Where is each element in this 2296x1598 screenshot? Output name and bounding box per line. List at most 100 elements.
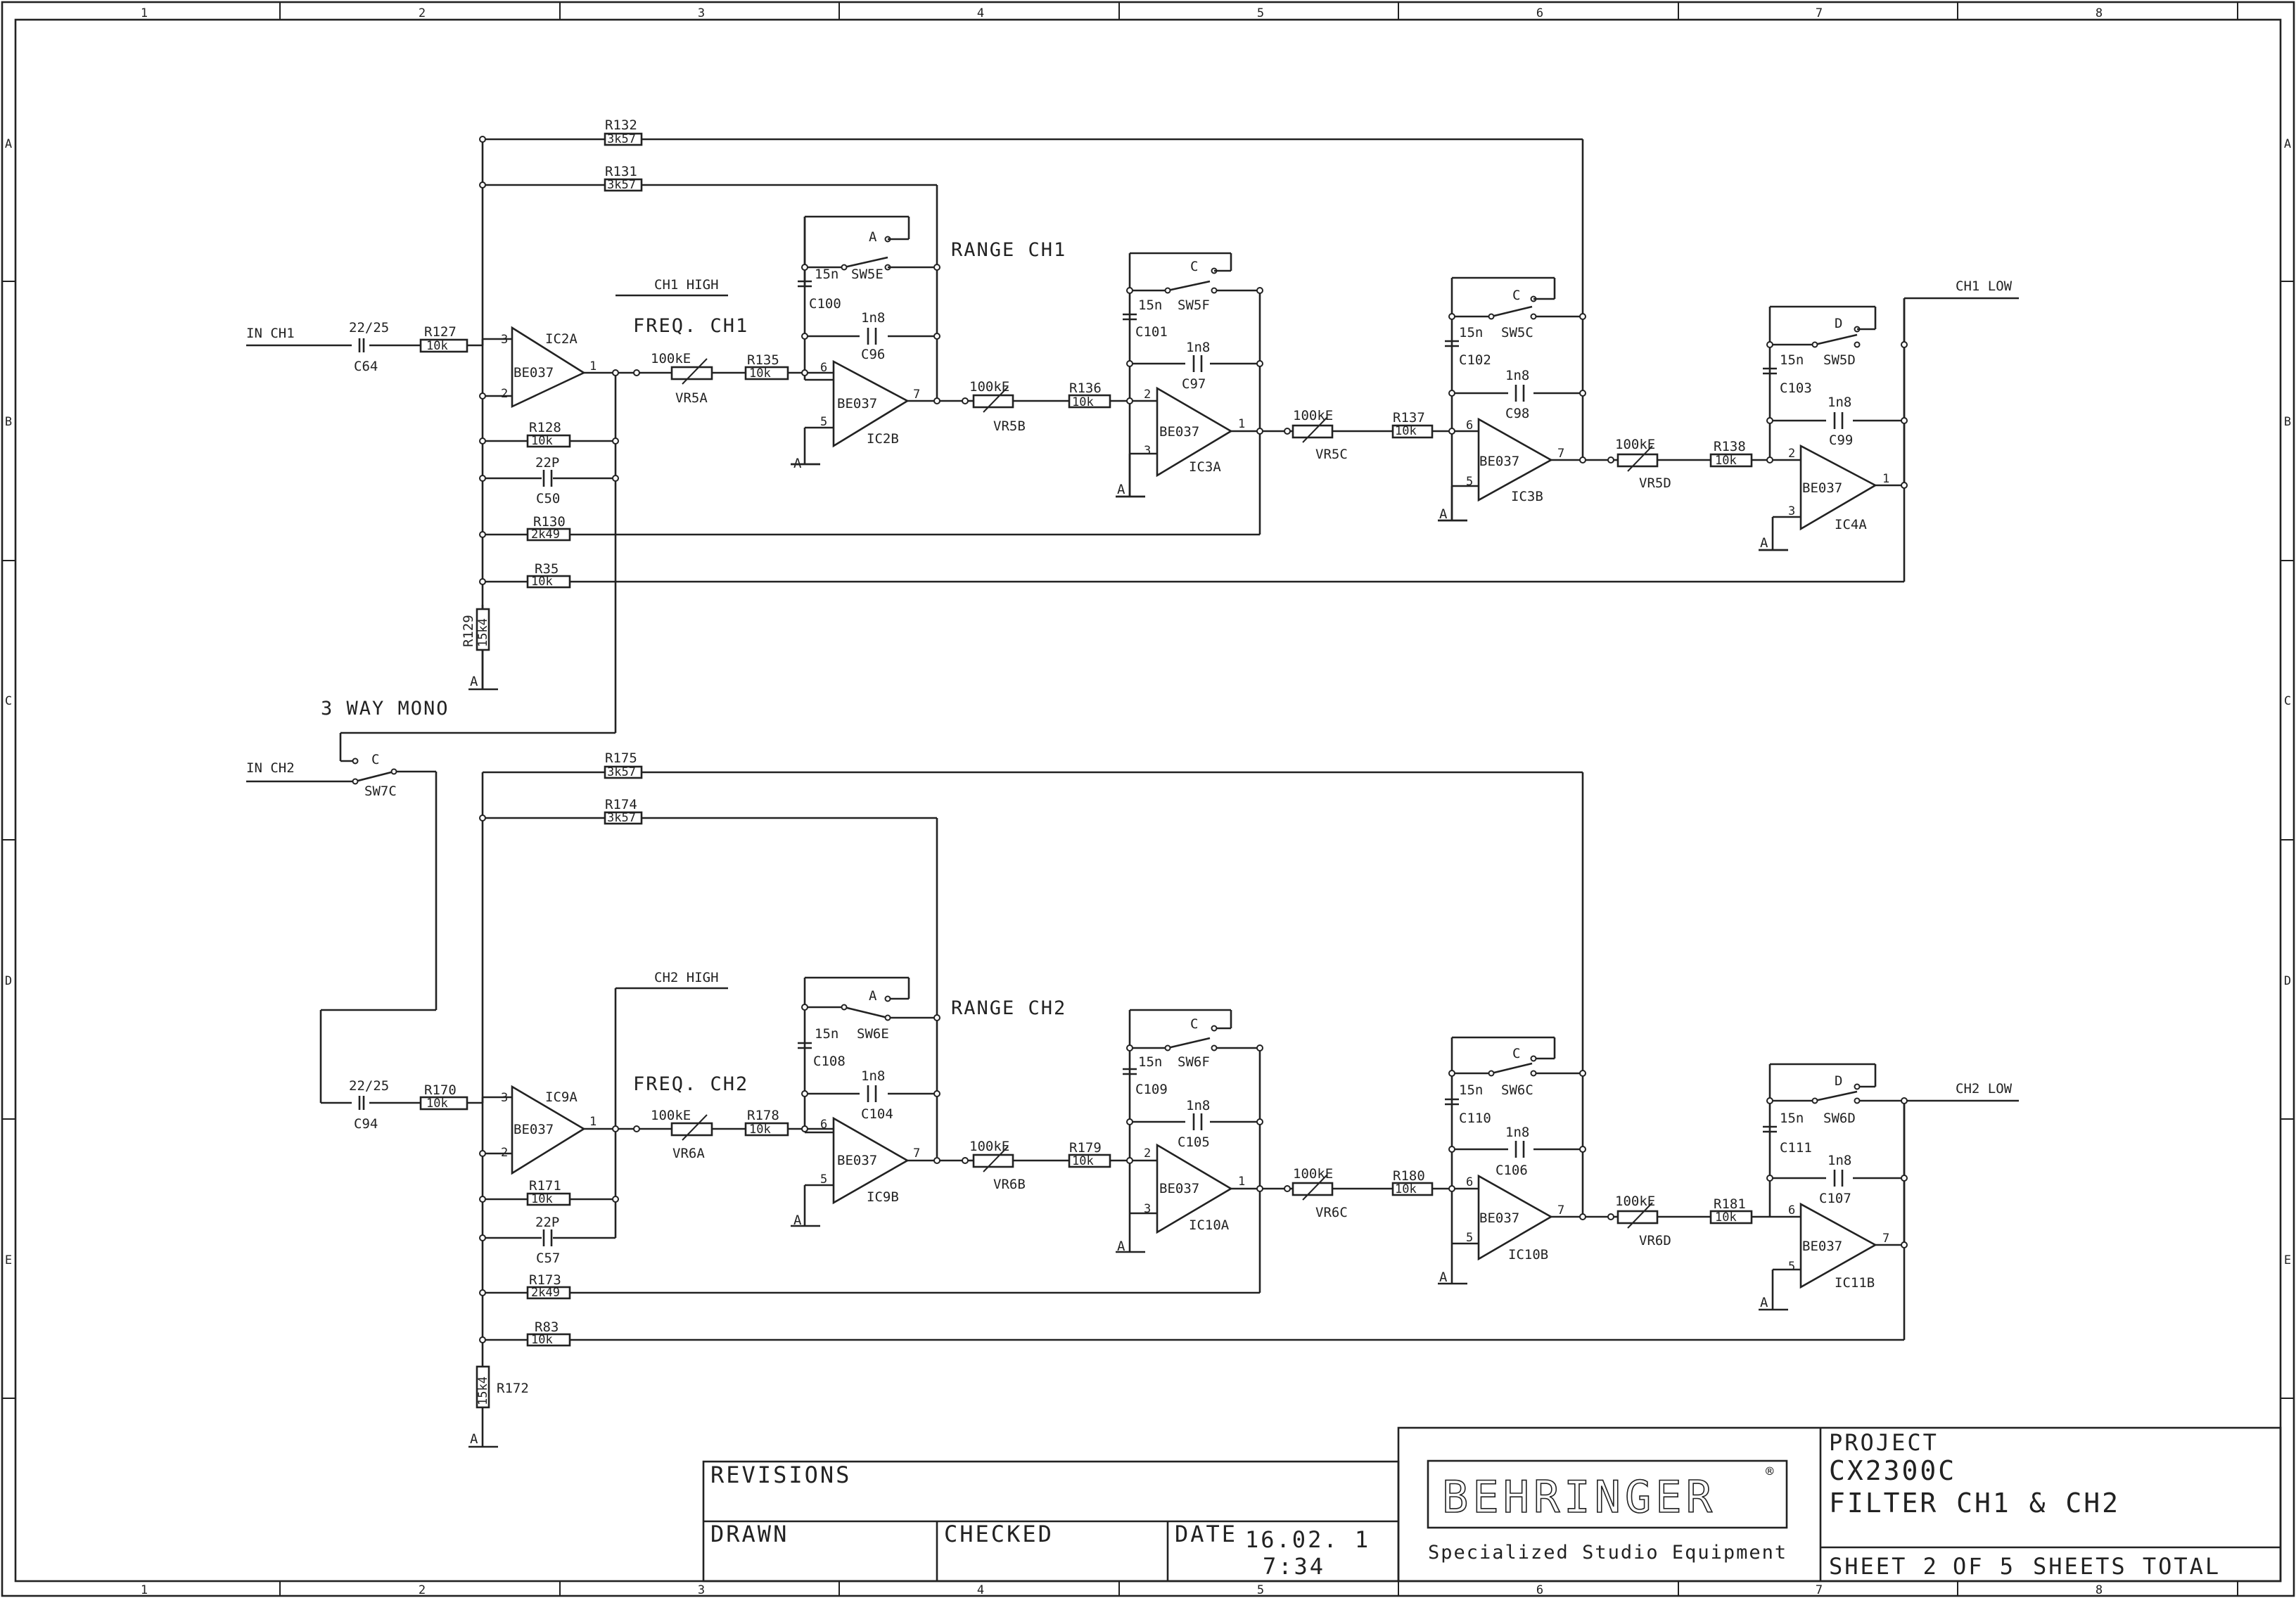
value-label: 15n	[815, 1026, 838, 1042]
ground-label: A	[1439, 1270, 1448, 1285]
value-label: 10k	[1395, 424, 1417, 438]
pin-label: 5	[1466, 1231, 1473, 1245]
ground-label: A	[1117, 482, 1125, 497]
row-label: A	[5, 137, 12, 151]
row-label: B	[2284, 415, 2291, 429]
title-total: SHEETS TOTAL	[2033, 1553, 2221, 1580]
ref-label: C110	[1459, 1111, 1491, 1126]
ref-label: C107	[1819, 1191, 1851, 1206]
ref-label: R180	[1393, 1168, 1425, 1184]
row-label: D	[5, 974, 12, 988]
part-label: BE037	[1802, 480, 1842, 496]
part-label: BE037	[837, 1153, 877, 1168]
ref-label: IC2A	[545, 331, 578, 347]
part-label: BE037	[514, 1122, 554, 1137]
col-label: 3	[698, 6, 705, 20]
ref-label: C99	[1829, 433, 1853, 448]
part-label: BE037	[1802, 1239, 1842, 1254]
title-checked: CHECKED	[944, 1521, 1054, 1547]
value-label: 10k	[1072, 395, 1094, 409]
switch-pos: C	[1512, 1046, 1520, 1061]
value-label: 10k	[426, 339, 448, 353]
value-label: 10k	[1072, 1154, 1094, 1168]
pin-label: 1	[1882, 472, 1889, 486]
ref-label: VR6A	[672, 1146, 705, 1161]
pin-label: 5	[1788, 1260, 1795, 1274]
title-drawn: DRAWN	[710, 1521, 789, 1547]
pin-label: 3	[1144, 444, 1151, 458]
row-label: C	[2284, 694, 2291, 708]
ref-label: R174	[605, 797, 637, 812]
pin-label: 1	[589, 359, 597, 373]
value-label: 3k57	[607, 178, 636, 192]
ground-label: A	[793, 1213, 802, 1228]
ref-label: IC3A	[1189, 459, 1221, 475]
title-of: OF 5	[1953, 1553, 2015, 1580]
value-label: 100kE	[651, 1108, 691, 1123]
value-label: 22/25	[349, 320, 389, 335]
ref-label: IC3B	[1511, 489, 1543, 504]
pin-label: 6	[1466, 418, 1473, 433]
value-label: 100kE	[1615, 1194, 1655, 1209]
label-range-ch2: RANGE CH2	[951, 997, 1066, 1019]
value-label: 15k4	[476, 1376, 490, 1405]
title-tagline: Specialized Studio Equipment	[1428, 1542, 1787, 1564]
ref-label: C104	[861, 1106, 893, 1122]
ref-label: R179	[1069, 1140, 1102, 1156]
value-label: 2k49	[531, 528, 560, 542]
pin-label: 3	[501, 1091, 508, 1105]
value-label: 10k	[531, 1333, 553, 1347]
ref-label: C98	[1505, 406, 1529, 421]
ref-label: SW7C	[364, 784, 397, 799]
value-label: 10k	[531, 434, 553, 448]
pin-label: 6	[1466, 1175, 1473, 1189]
ref-label: C103	[1780, 381, 1812, 396]
ref-label: C100	[809, 296, 841, 312]
ref-label: IC9A	[545, 1089, 578, 1105]
ref-label: IC10B	[1508, 1247, 1548, 1263]
ground-label: A	[470, 1431, 478, 1447]
switch-pos: D	[1835, 316, 1842, 331]
col-label: 7	[1816, 1583, 1823, 1597]
value-label: 22P	[535, 1215, 559, 1230]
pin-label: 7	[1557, 1203, 1564, 1217]
ref-label: C57	[536, 1251, 560, 1266]
col-label: 5	[1257, 6, 1264, 20]
row-label: A	[2284, 137, 2291, 151]
ref-label: IC11B	[1835, 1275, 1875, 1291]
value-label: 10k	[426, 1097, 448, 1111]
value-label: 15n	[1780, 352, 1804, 368]
switch-pos: D	[1835, 1073, 1842, 1089]
part-label: BE037	[1479, 454, 1519, 469]
ref-label: VR6C	[1315, 1205, 1348, 1220]
ref-label: R170	[424, 1082, 457, 1098]
value-label: 100kE	[651, 351, 691, 366]
pin-label: 7	[913, 1146, 920, 1161]
value-label: 100kE	[1293, 1166, 1333, 1182]
ground-label: A	[1760, 535, 1768, 551]
pin-label: 2	[501, 387, 508, 401]
ref-label: C50	[536, 491, 560, 506]
ref-label: SW5C	[1501, 325, 1533, 340]
label-3-way-mono: 3 WAY MONO	[321, 698, 449, 720]
pin-label: 2	[1788, 447, 1795, 461]
value-label: 15n	[815, 267, 838, 282]
pin-label: 1	[589, 1115, 597, 1129]
ref-label: C109	[1135, 1082, 1168, 1097]
pin-label: 1	[1238, 1175, 1245, 1189]
title-sheet: SHEET 2	[1829, 1553, 1939, 1580]
channel-2-circuit: IN CH2 SW7C C CH2 HIGH CH2 LOW R175 3k57…	[246, 750, 2019, 1448]
label-range-ch1: RANGE CH1	[951, 239, 1066, 261]
value-label: 10k	[1715, 454, 1737, 468]
ref-label: R137	[1393, 410, 1425, 426]
ref-label: IC10A	[1189, 1217, 1230, 1233]
ref-label: C101	[1135, 324, 1168, 340]
ref-label: R173	[529, 1272, 561, 1288]
net-label-in-ch2: IN CH2	[246, 760, 295, 776]
ref-label: R130	[533, 514, 566, 530]
col-label: 8	[2096, 6, 2103, 20]
value-label: 1n8	[1505, 1125, 1529, 1140]
title-time: 7:34	[1263, 1553, 1325, 1580]
ref-label: IC9B	[867, 1189, 899, 1205]
pin-label: 1	[1238, 417, 1245, 431]
